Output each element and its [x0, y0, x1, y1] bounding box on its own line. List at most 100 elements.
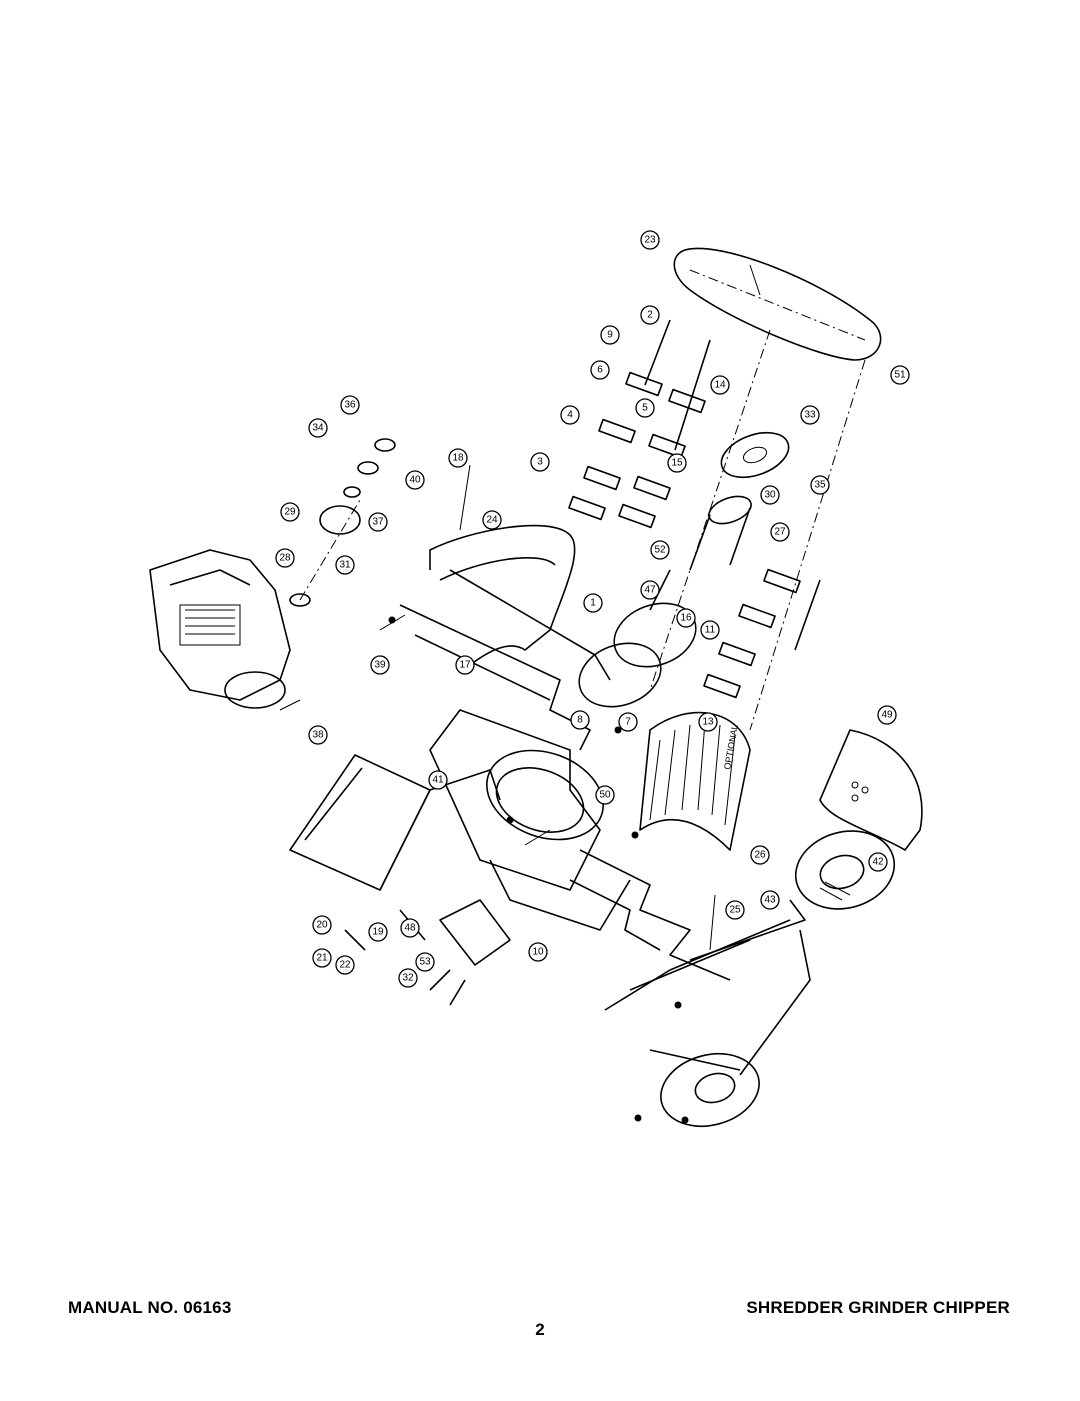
- engine-pulley: [319, 505, 361, 535]
- diagram-svg: OPTIONAL 23 2 9 6 14 36 34 40 18 29 28 3…: [149, 230, 923, 1127]
- hammer-plates: [568, 371, 801, 699]
- callout-7: 7: [618, 712, 638, 732]
- callout-52: 52: [650, 540, 670, 560]
- callout-29: 29: [280, 502, 300, 522]
- callout-28: 28: [275, 548, 295, 568]
- svg-text:19: 19: [372, 927, 384, 938]
- svg-text:29: 29: [284, 507, 296, 518]
- callout-3a: 3: [530, 452, 550, 472]
- callout-38a: 38: [308, 725, 328, 745]
- svg-text:40: 40: [409, 475, 421, 486]
- callout-35a: 35: [810, 475, 830, 495]
- callout-5a: 5: [635, 398, 655, 418]
- svg-text:37: 37: [372, 517, 384, 528]
- optional-label: OPTIONAL: [722, 724, 740, 771]
- svg-text:34: 34: [312, 423, 324, 434]
- svg-text:4: 4: [567, 410, 573, 421]
- hopper-handle-frame: [429, 524, 576, 666]
- svg-text:27: 27: [774, 527, 786, 538]
- svg-text:10: 10: [532, 947, 544, 958]
- driven-pulley: [720, 431, 790, 479]
- callout-4a: 4: [560, 405, 580, 425]
- wheel-right: [794, 830, 896, 910]
- callout-42: 42: [868, 852, 888, 872]
- screen: [639, 711, 751, 851]
- tube: [439, 899, 511, 966]
- callout-20: 20: [312, 915, 332, 935]
- page-number: 2: [535, 1320, 545, 1339]
- svg-text:2: 2: [647, 310, 653, 321]
- belt-guard: [673, 247, 882, 361]
- callout-21: 21: [312, 948, 332, 968]
- callout-10: 10: [528, 942, 548, 962]
- engine: [149, 549, 311, 709]
- svg-text:51: 51: [894, 370, 906, 381]
- svg-text:28: 28: [279, 553, 291, 564]
- svg-text:52: 52: [654, 545, 666, 556]
- manual-number: MANUAL NO. 06163: [68, 1298, 232, 1317]
- callout-41: 41: [428, 770, 448, 790]
- svg-text:18: 18: [452, 453, 464, 464]
- svg-text:50: 50: [599, 790, 611, 801]
- svg-text:14: 14: [714, 380, 726, 391]
- svg-text:48: 48: [404, 923, 416, 934]
- callout-2: 2: [640, 305, 660, 325]
- callout-14: 14: [710, 375, 730, 395]
- callout-36: 36: [340, 395, 360, 415]
- callout-18a: 18: [448, 448, 468, 468]
- callout-30: 30: [760, 485, 780, 505]
- svg-text:6: 6: [597, 365, 603, 376]
- callout-17a: 17: [455, 655, 475, 675]
- svg-text:23: 23: [644, 235, 656, 246]
- callout-48: 48: [400, 918, 420, 938]
- svg-text:3: 3: [537, 457, 543, 468]
- callout-22: 22: [335, 955, 355, 975]
- svg-text:8: 8: [577, 715, 583, 726]
- svg-text:24: 24: [486, 515, 498, 526]
- callout-31: 31: [335, 555, 355, 575]
- svg-text:32: 32: [402, 973, 414, 984]
- svg-text:42: 42: [872, 857, 884, 868]
- callout-33: 33: [800, 405, 820, 425]
- svg-text:33: 33: [804, 410, 816, 421]
- callout-19: 19: [368, 922, 388, 942]
- callout-25: 25: [725, 900, 745, 920]
- svg-text:20: 20: [316, 920, 328, 931]
- svg-text:1: 1: [590, 598, 596, 609]
- callout-53: 53: [415, 952, 435, 972]
- svg-text:38: 38: [312, 730, 324, 741]
- svg-text:17: 17: [459, 660, 471, 671]
- svg-text:26: 26: [754, 850, 766, 861]
- svg-text:16: 16: [680, 613, 692, 624]
- frame-rails: [399, 569, 791, 1071]
- callout-39a: 39: [370, 655, 390, 675]
- bearing: [689, 495, 752, 571]
- svg-text:21: 21: [316, 953, 328, 964]
- callout-32: 32: [398, 968, 418, 988]
- exploded-parts-diagram: OPTIONAL 23 2 9 6 14 36 34 40 18 29 28 3…: [130, 210, 960, 1140]
- svg-text:53: 53: [419, 957, 431, 968]
- callout-15: 15: [667, 453, 687, 473]
- svg-text:25: 25: [729, 905, 741, 916]
- axle: [739, 929, 811, 1076]
- bolts: [279, 464, 716, 1124]
- callout-11: 11: [700, 620, 720, 640]
- callout-6a: 6: [590, 360, 610, 380]
- discharge-cover: [819, 729, 923, 851]
- callout-51: 51: [890, 365, 910, 385]
- callout-49: 49: [877, 705, 897, 725]
- svg-text:15: 15: [671, 458, 683, 469]
- shaft-2: [644, 319, 671, 386]
- svg-text:39: 39: [374, 660, 386, 671]
- callout-34: 34: [308, 418, 328, 438]
- svg-text:43: 43: [764, 895, 776, 906]
- shaft-long: [674, 339, 711, 451]
- callout-47: 47: [640, 580, 660, 600]
- shaft-lower: [794, 579, 821, 651]
- svg-text:36: 36: [344, 400, 356, 411]
- callout-27: 27: [770, 522, 790, 542]
- svg-text:47: 47: [644, 585, 656, 596]
- callout-13: 13: [698, 712, 718, 732]
- callout-37a: 37: [368, 512, 388, 532]
- svg-text:22: 22: [339, 960, 351, 971]
